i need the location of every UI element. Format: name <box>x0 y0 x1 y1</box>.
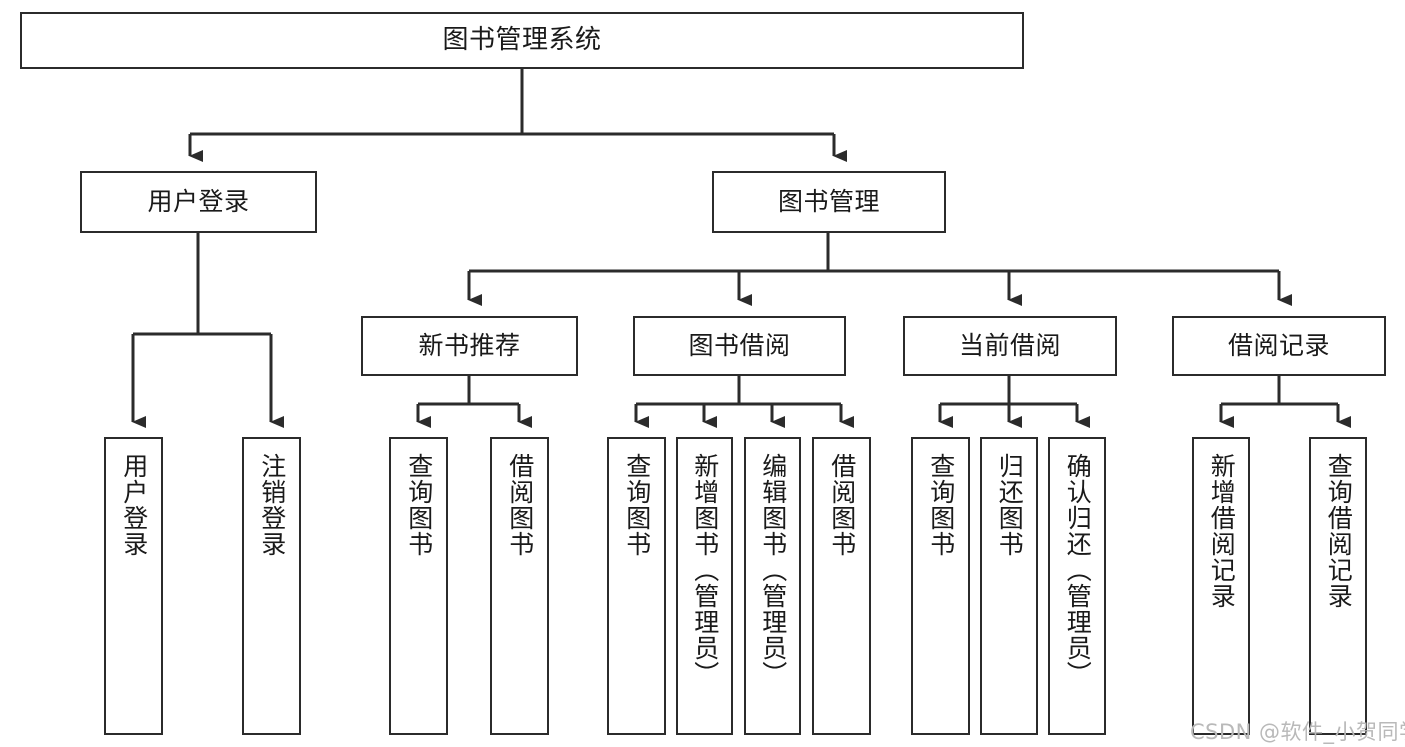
leaf-query-book-1[interactable]: 查询图书 <box>389 437 448 735</box>
leaf-return-book[interactable]: 归还图书 <box>980 437 1038 735</box>
node-label: 用户登录 <box>147 187 250 217</box>
node-label: 新增借阅记录 <box>1207 453 1237 609</box>
node-new-book-rec[interactable]: 新书推荐 <box>361 316 578 376</box>
node-root-system[interactable]: 图书管理系统 <box>20 12 1024 69</box>
node-label: 注销登录 <box>257 453 287 557</box>
leaf-query-book-3[interactable]: 查询图书 <box>911 437 970 735</box>
node-label: 编辑图书（管理员） <box>758 453 788 687</box>
node-label: 查询图书 <box>404 453 434 557</box>
csdn-watermark: CSDN @软件_小贺同学 <box>1190 720 1405 744</box>
node-label: 查询图书 <box>926 453 956 557</box>
leaf-query-book-2[interactable]: 查询图书 <box>607 437 666 735</box>
leaf-borrow-book-2[interactable]: 借阅图书 <box>812 437 871 735</box>
leaf-edit-book[interactable]: 编辑图书（管理员） <box>744 437 801 735</box>
node-current-borrow[interactable]: 当前借阅 <box>903 316 1117 376</box>
node-book-manage[interactable]: 图书管理 <box>712 171 946 233</box>
leaf-user-login[interactable]: 用户登录 <box>104 437 163 735</box>
leaf-confirm-return[interactable]: 确认归还（管理员） <box>1048 437 1106 735</box>
node-label: 图书借阅 <box>688 331 791 361</box>
leaf-user-logout[interactable]: 注销登录 <box>242 437 301 735</box>
node-label: 图书管理系统 <box>442 25 602 56</box>
node-label: 查询图书 <box>622 453 652 557</box>
node-label: 借阅图书 <box>827 453 857 557</box>
node-label: 当前借阅 <box>958 331 1061 361</box>
node-label: 新增图书（管理员） <box>690 453 720 687</box>
node-label: 借阅记录 <box>1227 331 1330 361</box>
leaf-borrow-book-1[interactable]: 借阅图书 <box>490 437 549 735</box>
node-user-login[interactable]: 用户登录 <box>80 171 317 233</box>
node-label: 图书管理 <box>777 187 880 217</box>
leaf-query-record[interactable]: 查询借阅记录 <box>1309 437 1367 735</box>
node-label: 用户登录 <box>119 453 149 557</box>
node-label: 查询借阅记录 <box>1324 453 1354 609</box>
node-borrow-record[interactable]: 借阅记录 <box>1172 316 1386 376</box>
node-label: 归还图书 <box>995 453 1025 557</box>
leaf-add-record[interactable]: 新增借阅记录 <box>1192 437 1250 735</box>
node-book-borrow[interactable]: 图书借阅 <box>633 316 846 376</box>
node-label: 借阅图书 <box>505 453 535 557</box>
node-label: 确认归还（管理员） <box>1063 453 1093 687</box>
leaf-add-book[interactable]: 新增图书（管理员） <box>676 437 733 735</box>
node-label: 新书推荐 <box>418 331 521 361</box>
